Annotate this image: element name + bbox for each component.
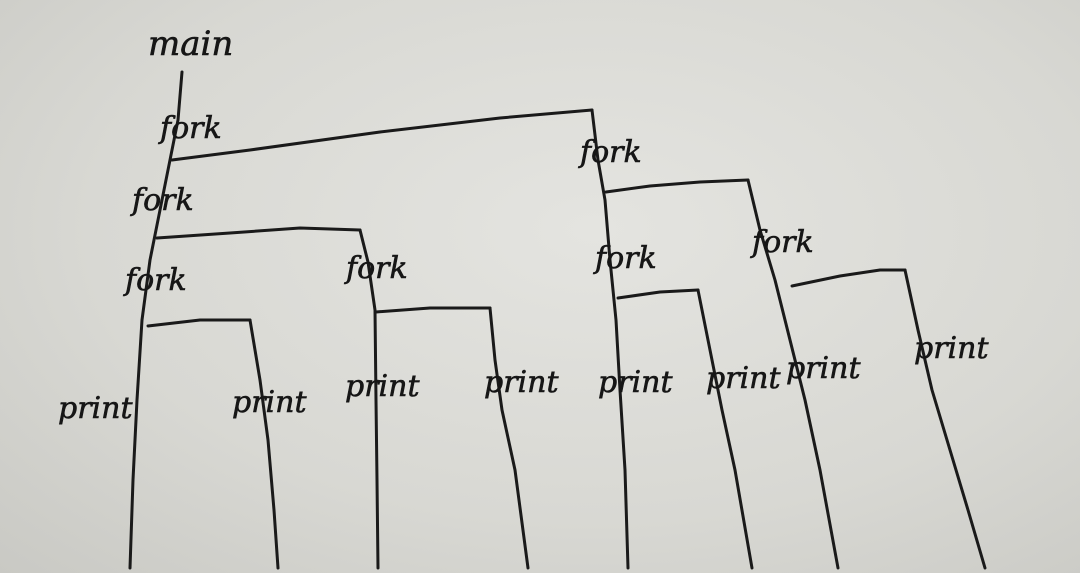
label-print-2: print: [232, 385, 307, 420]
trunk-f7: [746, 178, 840, 570]
branch-f6-right: [616, 288, 700, 300]
branch-f1-right: [170, 108, 594, 162]
label-fork-7: fork: [750, 225, 814, 260]
trunk-main: [128, 70, 184, 570]
label-fork-3: fork: [123, 263, 187, 298]
trunk-f4: [358, 228, 380, 570]
label-print-7: print: [786, 351, 861, 386]
branch-f7-right: [790, 268, 907, 288]
label-fork-1: fork: [158, 111, 222, 146]
trunk-p8: [903, 268, 987, 570]
label-print-8: print: [914, 331, 989, 366]
label-main: main: [148, 24, 233, 64]
label-print-6: print: [706, 361, 781, 396]
trunk-f5: [590, 108, 630, 570]
label-fork-4: fork: [344, 251, 408, 286]
label-fork-6: fork: [593, 241, 657, 276]
label-print-1: print: [58, 391, 133, 426]
label-fork-2: fork: [130, 183, 194, 218]
label-print-4: print: [484, 365, 559, 400]
label-print-3: print: [345, 369, 420, 404]
branch-f2-right: [155, 226, 362, 240]
branch-f3-right: [146, 318, 252, 328]
label-fork-5: fork: [578, 135, 642, 170]
label-print-5: print: [598, 365, 673, 400]
branch-f4-right: [374, 306, 492, 314]
branch-f5-right: [604, 178, 750, 194]
trunk-p4: [488, 306, 530, 570]
trunk-p2: [248, 318, 280, 570]
trunk-p6: [696, 288, 754, 570]
